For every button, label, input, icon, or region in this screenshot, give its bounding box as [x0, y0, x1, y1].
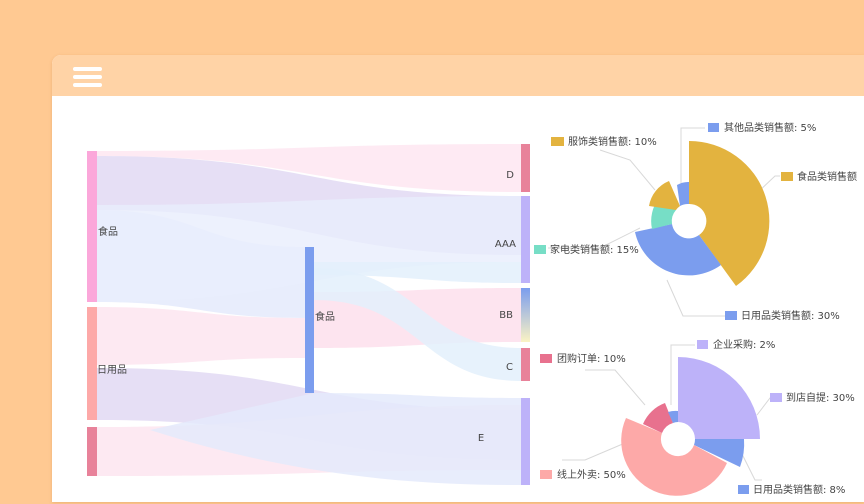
label-enterprise: 企业采购: 2% [713, 338, 775, 351]
legend-swatch-online-delivery [540, 470, 552, 479]
sankey-link[interactable] [150, 393, 521, 485]
label-daily-goods: 日用品类销售额: 8% [753, 483, 845, 496]
sankey-link[interactable] [314, 268, 521, 381]
sankey-node-c[interactable] [521, 348, 530, 381]
pie-slice-food[interactable] [689, 140, 770, 286]
pie-slice-clothing[interactable] [649, 181, 680, 210]
label-group-buy: 团购订单: 10% [557, 352, 626, 365]
sankey-node-food-source[interactable] [87, 151, 97, 302]
pie-slice-group-buy[interactable] [643, 403, 673, 433]
label-clothing: 服饰类销售额: 10% [568, 135, 657, 148]
sankey-nodes [87, 144, 530, 485]
title-bar [52, 55, 864, 96]
label-appliance: 家电类销售额: 15% [550, 243, 639, 256]
sankey-label-food-middle: 食品 [315, 310, 335, 323]
sankey-node-unlabeled-source[interactable] [87, 427, 97, 476]
sankey-links [97, 144, 521, 485]
pie-slice-enterprise[interactable] [668, 410, 678, 423]
legend-swatch-daily [725, 311, 737, 320]
legend-swatch-clothing [551, 137, 564, 146]
sankey-node-daily-source[interactable] [87, 307, 97, 420]
label-food: 食品类销售额 [797, 170, 857, 183]
label-online-delivery: 线上外卖: 50% [557, 468, 626, 481]
sankey-link[interactable] [97, 144, 521, 192]
sankey-label-d: D [506, 170, 514, 181]
sankey-node-food-middle[interactable] [305, 247, 314, 393]
legend-swatch-food [781, 172, 793, 181]
pie-slice-daily[interactable] [635, 224, 721, 276]
pie-slice-daily-goods[interactable] [694, 439, 745, 467]
sankey-node-aaa[interactable] [521, 196, 530, 283]
sankey-node-d[interactable] [521, 144, 530, 192]
label-daily: 日用品类销售额: 30% [741, 309, 840, 322]
sankey-label-food-source: 食品 [98, 225, 118, 238]
sankey-link[interactable] [97, 307, 305, 365]
label-pickup: 到店自提: 30% [786, 391, 855, 404]
legend-swatch-other [708, 123, 719, 132]
sankey-label-c: C [506, 362, 513, 373]
legend-swatch-appliance [534, 245, 546, 254]
order-channel-rose-chart: 企业采购: 2% 团购订单: 10% 到店自提: 30% 线上外卖: 50% 日… [540, 338, 855, 496]
sankey-label-bb: BB [499, 310, 513, 321]
legend-swatch-daily-goods [738, 485, 749, 494]
pie-slice-pickup[interactable] [678, 357, 760, 439]
sankey-label-e: E [478, 433, 484, 444]
sales-category-rose-chart: 服饰类销售额: 10% 其他品类销售额: 5% 食品类销售额 家电类销售额: 1… [534, 121, 857, 322]
sankey-link[interactable] [314, 262, 521, 283]
sankey-node-bb[interactable] [521, 288, 530, 342]
sankey-node-e[interactable] [521, 398, 530, 485]
legend-swatch-pickup [770, 393, 782, 402]
sankey-chart: 食品 日用品 食品 D AAA BB C E [87, 144, 530, 485]
legend-swatch-group-buy [540, 354, 552, 363]
label-other: 其他品类销售额: 5% [724, 121, 816, 134]
legend-swatch-enterprise [697, 340, 708, 349]
sankey-label-daily-source: 日用品 [97, 364, 127, 376]
hamburger-menu-icon[interactable] [73, 67, 102, 87]
pie-slice-other[interactable] [677, 181, 689, 206]
sankey-label-aaa: AAA [495, 239, 516, 250]
pie-slice-online-delivery[interactable] [621, 418, 727, 496]
